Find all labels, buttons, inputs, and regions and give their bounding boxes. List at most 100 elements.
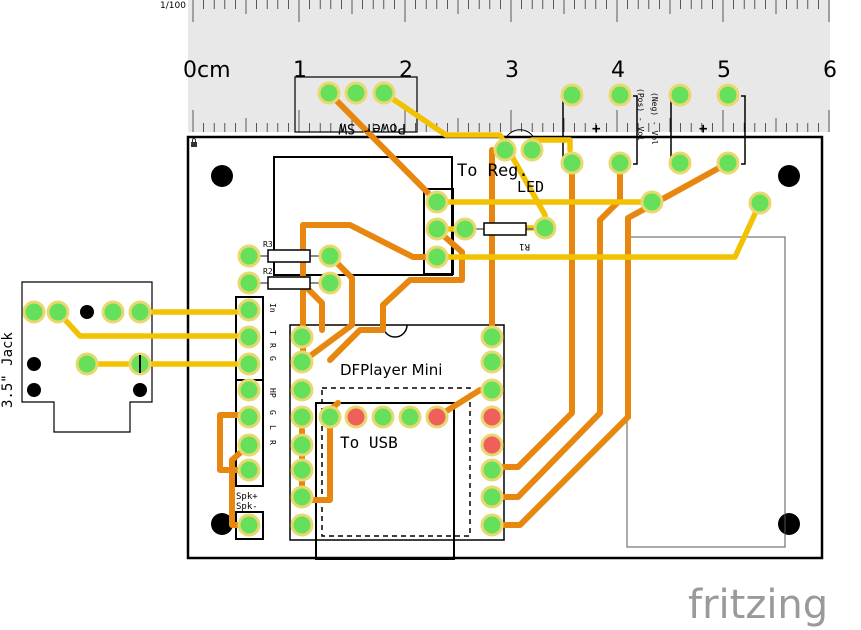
- power-switch-label: Power SW: [338, 120, 406, 136]
- pad[interactable]: [290, 378, 314, 402]
- pad-unrouted[interactable]: [480, 405, 504, 429]
- battery-plus-b: +: [699, 121, 707, 137]
- r3-label: R3: [263, 240, 273, 249]
- pad[interactable]: [237, 458, 261, 482]
- pad[interactable]: [237, 378, 261, 402]
- pad-unrouted[interactable]: [344, 405, 368, 429]
- pad[interactable]: [640, 190, 664, 214]
- battery-pos-label: (Pos) - Vol: [636, 88, 645, 141]
- led-label: LED: [517, 178, 544, 196]
- pad[interactable]: [716, 83, 740, 107]
- pad[interactable]: [716, 151, 740, 175]
- to-reg-label: To Reg.: [457, 161, 529, 181]
- pad[interactable]: [290, 405, 314, 429]
- pad[interactable]: [290, 485, 314, 509]
- to-usb-label: To USB: [340, 433, 398, 452]
- ruler-cm-label: 4: [611, 58, 625, 83]
- pad[interactable]: [480, 325, 504, 349]
- pad[interactable]: [290, 350, 314, 374]
- battery-plus-a: +: [592, 121, 600, 137]
- pad[interactable]: [237, 513, 261, 537]
- pad[interactable]: [290, 513, 314, 537]
- pad[interactable]: [520, 138, 544, 162]
- pad[interactable]: [425, 217, 449, 241]
- r2-label: R2: [263, 267, 273, 276]
- ruler-cm-label: 0cm: [183, 58, 231, 83]
- pad[interactable]: [480, 458, 504, 482]
- pad[interactable]: [480, 378, 504, 402]
- pad[interactable]: [371, 405, 395, 429]
- spk-pos-label: Spk+: [236, 492, 258, 502]
- pad[interactable]: [237, 244, 261, 268]
- pad[interactable]: [493, 138, 517, 162]
- battery-neg-label: (Neg) - Vol: [650, 92, 659, 145]
- hp-g-label: G: [268, 410, 277, 415]
- in-label: In: [268, 303, 277, 313]
- pad[interactable]: [22, 300, 46, 324]
- pad[interactable]: [101, 300, 125, 324]
- r-label: R: [268, 343, 277, 348]
- dfplayer-title: DFPlayer Mini: [340, 361, 442, 379]
- pad[interactable]: [480, 513, 504, 537]
- pad[interactable]: [290, 433, 314, 457]
- jack-label: 3.5" Jack: [0, 332, 16, 408]
- pcb-board-outline: [186, 135, 824, 560]
- pad[interactable]: [317, 81, 341, 105]
- pad[interactable]: [318, 405, 342, 429]
- pad[interactable]: [237, 405, 261, 429]
- pad-unrouted[interactable]: [425, 405, 449, 429]
- g-label: G: [268, 356, 277, 361]
- pad[interactable]: [290, 458, 314, 482]
- t-label: T: [268, 330, 277, 335]
- pad[interactable]: [237, 325, 261, 349]
- hp-l-label: L: [268, 425, 277, 430]
- pad[interactable]: [237, 352, 261, 376]
- pad[interactable]: [290, 325, 314, 349]
- pad[interactable]: [453, 217, 477, 241]
- silkscreen: [21, 76, 786, 560]
- pad[interactable]: [398, 405, 422, 429]
- pad[interactable]: [318, 271, 342, 295]
- pad[interactable]: [425, 245, 449, 269]
- pad[interactable]: [237, 271, 261, 295]
- resistor-r3: [249, 249, 330, 263]
- pad[interactable]: [608, 151, 632, 175]
- silkscreen-labels: To Reg. LED To USB DFPlayer Mini Power S…: [0, 88, 707, 512]
- ruler-cm-label: 6: [823, 58, 837, 83]
- pad[interactable]: [237, 298, 261, 322]
- fritzing-logo: fritzing: [688, 582, 828, 628]
- pad[interactable]: [344, 81, 368, 105]
- pad[interactable]: [668, 151, 692, 175]
- ruler-cm-label: 2: [399, 58, 413, 83]
- pad[interactable]: [237, 433, 261, 457]
- ruler-scale-label: 1/100: [160, 1, 186, 11]
- pad[interactable]: [480, 485, 504, 509]
- ruler-cm-label: 5: [717, 58, 731, 83]
- pad[interactable]: [128, 300, 152, 324]
- pad[interactable]: [560, 83, 584, 107]
- pad[interactable]: [425, 190, 449, 214]
- pad[interactable]: [668, 83, 692, 107]
- r1-label: R1: [519, 241, 530, 251]
- pad[interactable]: [480, 350, 504, 374]
- hp-r-label: R: [268, 440, 277, 445]
- resistor-r1: [465, 222, 545, 236]
- ruler-cm-label: 3: [505, 58, 519, 83]
- pad[interactable]: [46, 300, 70, 324]
- pad[interactable]: [372, 81, 396, 105]
- hp-label: HP: [268, 388, 277, 398]
- pad[interactable]: [75, 352, 99, 376]
- pad[interactable]: [533, 216, 557, 240]
- resistor-r2: [249, 276, 330, 290]
- pad[interactable]: [748, 191, 772, 215]
- pad[interactable]: [608, 83, 632, 107]
- lock-icon: [191, 138, 197, 147]
- pad-unrouted[interactable]: [480, 433, 504, 457]
- spk-neg-label: Spk-: [236, 502, 258, 512]
- pad[interactable]: [318, 244, 342, 268]
- pad[interactable]: [560, 151, 584, 175]
- ruler-ticks: [192, 0, 830, 132]
- mounting-holes: [211, 165, 800, 535]
